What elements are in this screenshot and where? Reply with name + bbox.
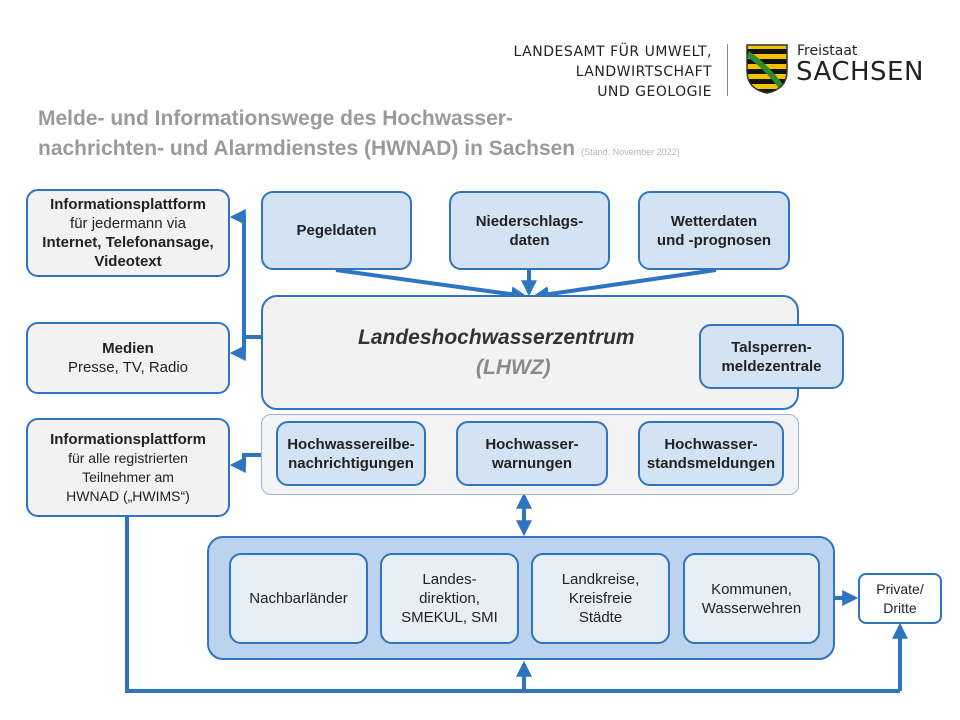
title-line-2: nachrichten- und Alarmdienstes (HWNAD) i… bbox=[38, 137, 576, 160]
lds-line-1: Landes- bbox=[422, 571, 477, 588]
warn-line-2: warnungen bbox=[491, 454, 572, 472]
eilbe-line-2: nachrichtigungen bbox=[288, 454, 414, 472]
agency-line-3: UND GEOLOGIE bbox=[597, 84, 712, 100]
warn-line-1: Hochwasser- bbox=[485, 435, 579, 453]
agency-name: LANDESAMT FÜR UMWELT, LANDWIRTSCHAFT UND… bbox=[490, 42, 712, 102]
talsperren-line-1: Talsperren- bbox=[731, 338, 812, 356]
wetter-line-1: Wetterdaten bbox=[670, 212, 758, 230]
landkreise-box: Landkreise, Kreisfreie Städte bbox=[531, 553, 670, 644]
arrow-to-info-registered bbox=[229, 453, 262, 473]
stand-line-1: Hochwasser- bbox=[664, 435, 758, 453]
logo-divider bbox=[727, 44, 728, 96]
info-registered-line-2: für alle registrierten bbox=[68, 449, 188, 466]
niederschlag-line-1: Niederschlags- bbox=[475, 212, 584, 230]
info-public-line-3: Internet, Telefonansage, bbox=[42, 234, 214, 251]
state-small: Freistaat bbox=[797, 43, 858, 59]
kom-line-2: Wasserwehren bbox=[701, 599, 802, 617]
private-dritte-box: Private/ Dritte bbox=[858, 573, 942, 624]
pegeldaten-label: Pegeldaten bbox=[296, 222, 377, 239]
lk-line-2: Kreisfreie bbox=[568, 590, 633, 607]
info-registered-line-3: Teilnehmer am bbox=[82, 468, 174, 485]
arrow-wetter-lhwz bbox=[532, 268, 717, 303]
kom-line-1: Kommunen, bbox=[711, 580, 792, 598]
wetterdaten-box: Wetterdaten und -prognosen bbox=[638, 191, 790, 270]
lds-line-3: SMEKUL, SMI bbox=[401, 609, 498, 626]
lds-line-2: direktion, bbox=[419, 590, 480, 607]
pegeldaten-box: Pegeldaten bbox=[261, 191, 412, 270]
talsperren-box: Talsperren- meldezentrale bbox=[699, 324, 844, 389]
eilbe-line-1: Hochwassereilbe- bbox=[287, 435, 415, 453]
niederschlagsdaten-box: Niederschlags- daten bbox=[449, 191, 610, 270]
saxony-coat-of-arms-icon bbox=[746, 44, 788, 94]
info-public-line-2: für jedermann via bbox=[70, 215, 186, 232]
lhwz-box: Landeshochwasserzentrum (LHWZ) bbox=[261, 295, 799, 410]
eilbenachrichtigungen-box: Hochwassereilbe- nachrichtigungen bbox=[276, 421, 426, 486]
info-public-line-4: Videotext bbox=[94, 253, 162, 270]
niederschlag-line-2: daten bbox=[509, 231, 550, 249]
lhwz-abbrev: (LHWZ) bbox=[476, 355, 551, 379]
info-public-title: Informationsplattform bbox=[50, 196, 206, 213]
warnungen-box: Hochwasser- warnungen bbox=[456, 421, 608, 486]
standsmeldungen-box: Hochwasser- standsmeldungen bbox=[638, 421, 784, 486]
nachbarlaender-box: Nachbarländer bbox=[229, 553, 368, 644]
agency-line-2: LANDWIRTSCHAFT bbox=[575, 64, 712, 80]
kommunen-box: Kommunen, Wasserwehren bbox=[683, 553, 820, 644]
talsperren-line-2: meldezentrale bbox=[721, 357, 822, 375]
info-platform-registered: Informationsplattform für alle registrie… bbox=[26, 418, 230, 517]
title-stand: (Stand: November 2022) bbox=[581, 147, 680, 157]
nachbar-label: Nachbarländer bbox=[249, 590, 348, 607]
private-line-1: Private/ bbox=[876, 580, 924, 597]
info-platform-public: Informationsplattform für jedermann via … bbox=[26, 189, 230, 277]
line-bottom-loop bbox=[125, 517, 900, 693]
stand-line-2: standsmeldungen bbox=[646, 454, 776, 472]
private-line-2: Dritte bbox=[883, 599, 917, 616]
lk-line-3: Städte bbox=[578, 609, 623, 626]
lhwz-title: Landeshochwasserzentrum bbox=[358, 325, 635, 349]
medien-box: Medien Presse, TV, Radio bbox=[26, 322, 230, 394]
title-line-1: Melde- und Informationswege des Hochwass… bbox=[38, 107, 513, 130]
info-registered-line-4: HWNAD („HWIMS“) bbox=[66, 487, 190, 504]
lk-line-1: Landkreise, bbox=[561, 571, 640, 588]
arrow-pegel-lhwz bbox=[335, 268, 528, 303]
medien-line-2: Presse, TV, Radio bbox=[67, 359, 189, 376]
landesdirektion-box: Landes- direktion, SMEKUL, SMI bbox=[380, 553, 519, 644]
info-registered-title: Informationsplattform bbox=[50, 430, 206, 448]
medien-title: Medien bbox=[102, 340, 154, 357]
agency-line-1: LANDESAMT FÜR UMWELT, bbox=[513, 44, 712, 60]
wetter-line-2: und -prognosen bbox=[656, 231, 772, 249]
state-big: SACHSEN bbox=[796, 57, 924, 87]
page-title: Melde- und Informationswege des Hochwass… bbox=[38, 104, 798, 167]
